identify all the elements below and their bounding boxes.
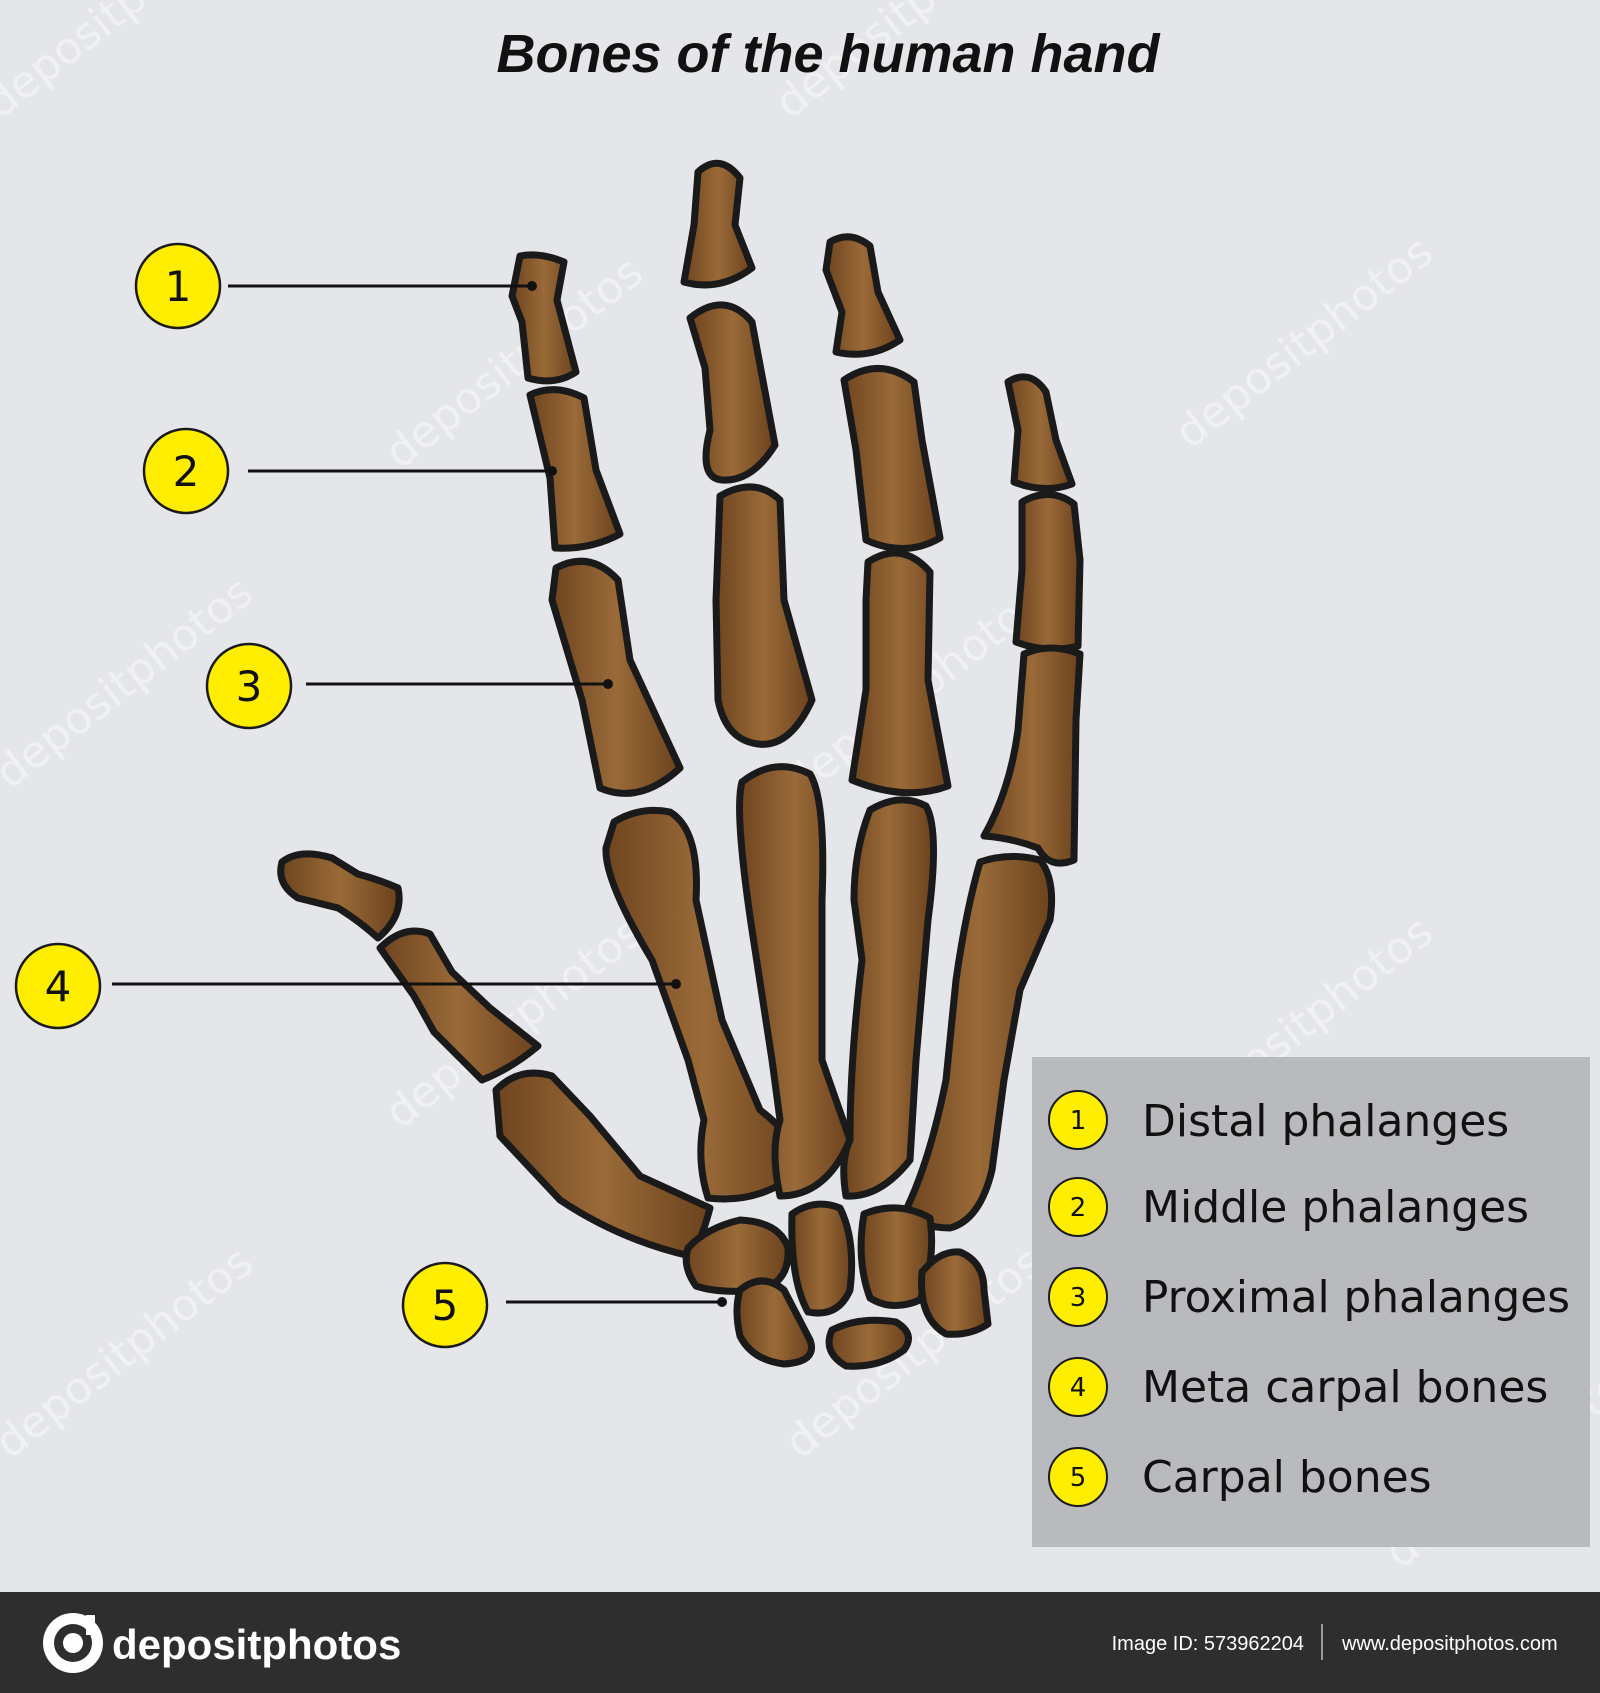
little-proximal-phalanx xyxy=(980,644,1084,867)
callout-marker-4 xyxy=(14,942,102,1030)
trapezoid-carpal xyxy=(788,1200,856,1317)
legend-marker-1 xyxy=(1048,1090,1108,1150)
legend-marker-2 xyxy=(1048,1177,1108,1237)
hand-skeleton xyxy=(277,159,1084,1370)
middle-distal-phalanx xyxy=(680,159,756,289)
leader-dot-2 xyxy=(547,466,557,476)
callout-marker-2 xyxy=(142,427,230,515)
leader-endpoints xyxy=(527,281,727,1307)
legend-label-proximal-phalanges: Proximal phalanges xyxy=(1142,1272,1570,1323)
ring-distal-phalanx xyxy=(822,233,904,358)
legend-number-2: 2 xyxy=(1070,1193,1087,1223)
legend-label-meta-carpal-bones: Meta carpal bones xyxy=(1142,1362,1548,1413)
callout-marker-5 xyxy=(401,1261,489,1349)
leader-dot-4 xyxy=(671,979,681,989)
footer-logo-icon xyxy=(43,1613,103,1673)
legend-label-middle-phalanges: Middle phalanges xyxy=(1142,1182,1529,1233)
ring-proximal-phalanx xyxy=(848,549,952,797)
footer-bar xyxy=(0,1592,1600,1693)
legend-markers xyxy=(1048,1090,1108,1507)
leader-dot-3 xyxy=(603,679,613,689)
legend-numbers: 1 2 3 4 5 xyxy=(1070,1106,1087,1493)
leader-lines xyxy=(112,284,722,1304)
ring-metacarpal xyxy=(840,796,938,1200)
scaphoid-carpal xyxy=(733,1277,815,1368)
thumb-proximal-phalanx xyxy=(376,927,542,1084)
legend-label-carpal-bones: Carpal bones xyxy=(1142,1452,1432,1503)
callout-numbers: 1 2 3 4 5 xyxy=(45,262,459,1330)
legend-panel xyxy=(1032,1057,1590,1547)
legend-label-distal-phalanges: Distal phalanges xyxy=(1142,1096,1509,1147)
leader-dot-1 xyxy=(527,281,537,291)
legend-marker-3 xyxy=(1048,1267,1108,1327)
legend-number-3: 3 xyxy=(1070,1283,1087,1313)
middle-proximal-phalanx xyxy=(712,483,816,748)
callout-number-2: 2 xyxy=(173,447,200,496)
leader-dot-5 xyxy=(717,1297,727,1307)
callout-number-1: 1 xyxy=(165,262,192,311)
little-metacarpal xyxy=(902,853,1056,1232)
little-middle-phalanx xyxy=(1012,491,1084,653)
callout-number-4: 4 xyxy=(45,962,72,1011)
middle-metacarpal xyxy=(736,763,854,1200)
legend-number-5: 5 xyxy=(1070,1463,1087,1493)
callout-marker-3 xyxy=(205,642,293,730)
little-distal-phalanx xyxy=(1004,373,1076,492)
index-proximal-phalanx xyxy=(548,557,684,797)
lunate-carpal xyxy=(825,1316,912,1370)
index-middle-phalanx xyxy=(526,386,624,552)
trapezium-carpal xyxy=(682,1216,792,1295)
legend-marker-4 xyxy=(1048,1357,1108,1417)
legend-number-4: 4 xyxy=(1070,1373,1087,1403)
legend-labels: Distal phalanges Middle phalanges Proxim… xyxy=(1142,1096,1570,1503)
diagram-title: Bones of the human hand xyxy=(496,24,1160,84)
footer-image-id: Image ID: 573962204 xyxy=(1112,1633,1304,1655)
ring-middle-phalanx xyxy=(840,365,944,552)
legend-marker-5 xyxy=(1048,1447,1108,1507)
middle-middle-phalanx xyxy=(686,301,779,484)
hamate-carpal xyxy=(918,1248,992,1338)
callout-markers xyxy=(14,242,489,1349)
footer-brand: depositphotos xyxy=(112,1621,401,1668)
footer-website: www.depositphotos.com xyxy=(1341,1633,1558,1655)
callout-number-3: 3 xyxy=(236,662,263,711)
callout-marker-1 xyxy=(134,242,222,330)
legend-number-1: 1 xyxy=(1070,1106,1087,1136)
callout-number-5: 5 xyxy=(432,1281,459,1330)
thumb-distal-phalanx xyxy=(277,850,403,942)
